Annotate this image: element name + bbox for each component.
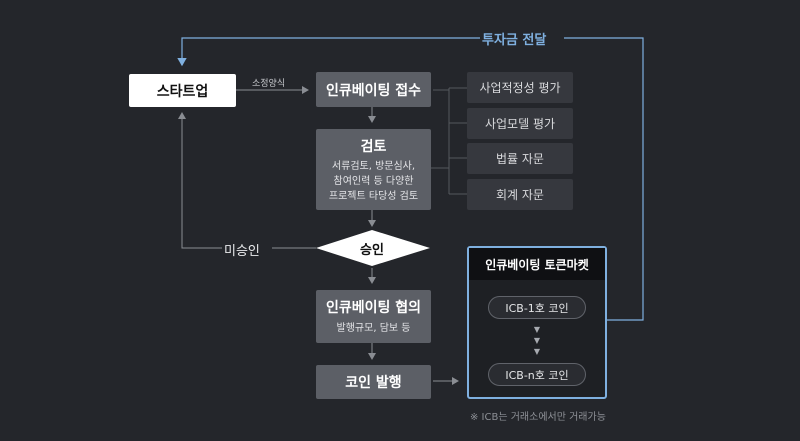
rejected-label: 미승인 xyxy=(224,244,260,259)
investment-loop-left xyxy=(177,37,480,67)
review-desc-line-1: 서류검토, 방문심사, xyxy=(331,160,416,172)
coin-pill-last: ICB-n호 코인 xyxy=(488,363,586,386)
coin-pill-first: ICB-1호 코인 xyxy=(488,296,586,319)
investment-label: 투자금 전달 xyxy=(482,33,547,48)
issue-title: 코인 발행 xyxy=(345,375,402,391)
down-arrows-icon: ▼▼▼ xyxy=(533,325,541,356)
evaluation-item: 법률 자문 xyxy=(467,143,573,174)
reception-title: 인큐베이팅 접수 xyxy=(325,82,422,99)
token-market-title: 인큐베이팅 토큰마켓 xyxy=(469,248,605,280)
issue-box: 코인 발행 xyxy=(316,365,431,399)
review-box: 검토 서류검토, 방문심사, 참여인력 등 다양한 프로젝트 타당성 검토 xyxy=(316,129,431,210)
agreement-title: 인큐베이팅 협의 xyxy=(325,300,422,316)
footnote: ※ ICB는 거래소에서만 거래가능 xyxy=(470,412,606,423)
investment-loop-right xyxy=(564,37,644,321)
review-title: 검토 xyxy=(360,138,387,155)
reception-box: 인큐베이팅 접수 xyxy=(316,72,431,107)
arrow-rejected-to-startup xyxy=(178,112,222,249)
agreement-box: 인큐베이팅 협의 발행규모, 담보 등 xyxy=(316,290,431,343)
evaluation-item: 사업적정성 평가 xyxy=(467,72,573,103)
evaluation-item: 회계 자문 xyxy=(467,179,573,210)
token-market-box: 인큐베이팅 토큰마켓 ICB-1호 코인 ▼▼▼ ICB-n호 코인 xyxy=(467,246,607,399)
review-desc-line-2: 참여인력 등 다양한 xyxy=(333,175,414,187)
agreement-desc: 발행규모, 담보 등 xyxy=(336,323,411,334)
review-desc-line-3: 프로젝트 타당성 검토 xyxy=(328,190,419,202)
startup-box: 스타트업 xyxy=(129,74,236,107)
evaluation-item: 사업모델 평가 xyxy=(467,108,573,139)
approval-label: 승인 xyxy=(360,243,384,258)
form-label: 소정양식 xyxy=(252,79,286,89)
